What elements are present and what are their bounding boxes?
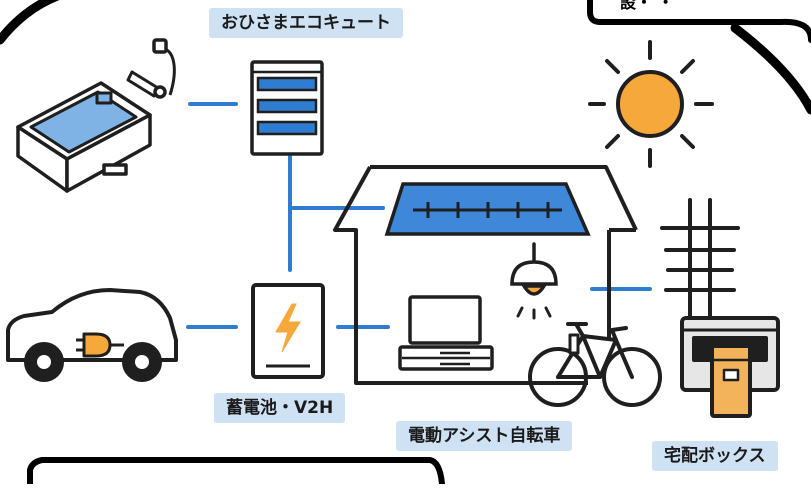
bicycle-icon (528, 322, 662, 407)
computer-icon (398, 295, 494, 371)
delivery-box-icon (680, 316, 780, 418)
delivery-box-label: 宅配ボックス (652, 441, 778, 471)
battery-v2h-label: 蓄電池・V2H (214, 393, 346, 423)
electric-car-icon (6, 288, 178, 382)
ceiling-lamp-icon (510, 242, 558, 320)
bathtub-icon (16, 38, 176, 193)
battery-v2h-icon (251, 283, 325, 379)
utility-pole-icon (660, 198, 740, 320)
frame-text-fragment: 設・ ・ (620, 0, 674, 12)
solar-panel-icon (384, 182, 591, 236)
ecocute-label: おひさまエコキュート (209, 8, 403, 38)
connection-lines (186, 102, 652, 329)
house-icon (333, 165, 638, 385)
bicycle-label: 電動アシスト自転車 (396, 421, 573, 451)
ecocute-unit-icon (250, 60, 324, 156)
sun-icon (588, 40, 714, 168)
